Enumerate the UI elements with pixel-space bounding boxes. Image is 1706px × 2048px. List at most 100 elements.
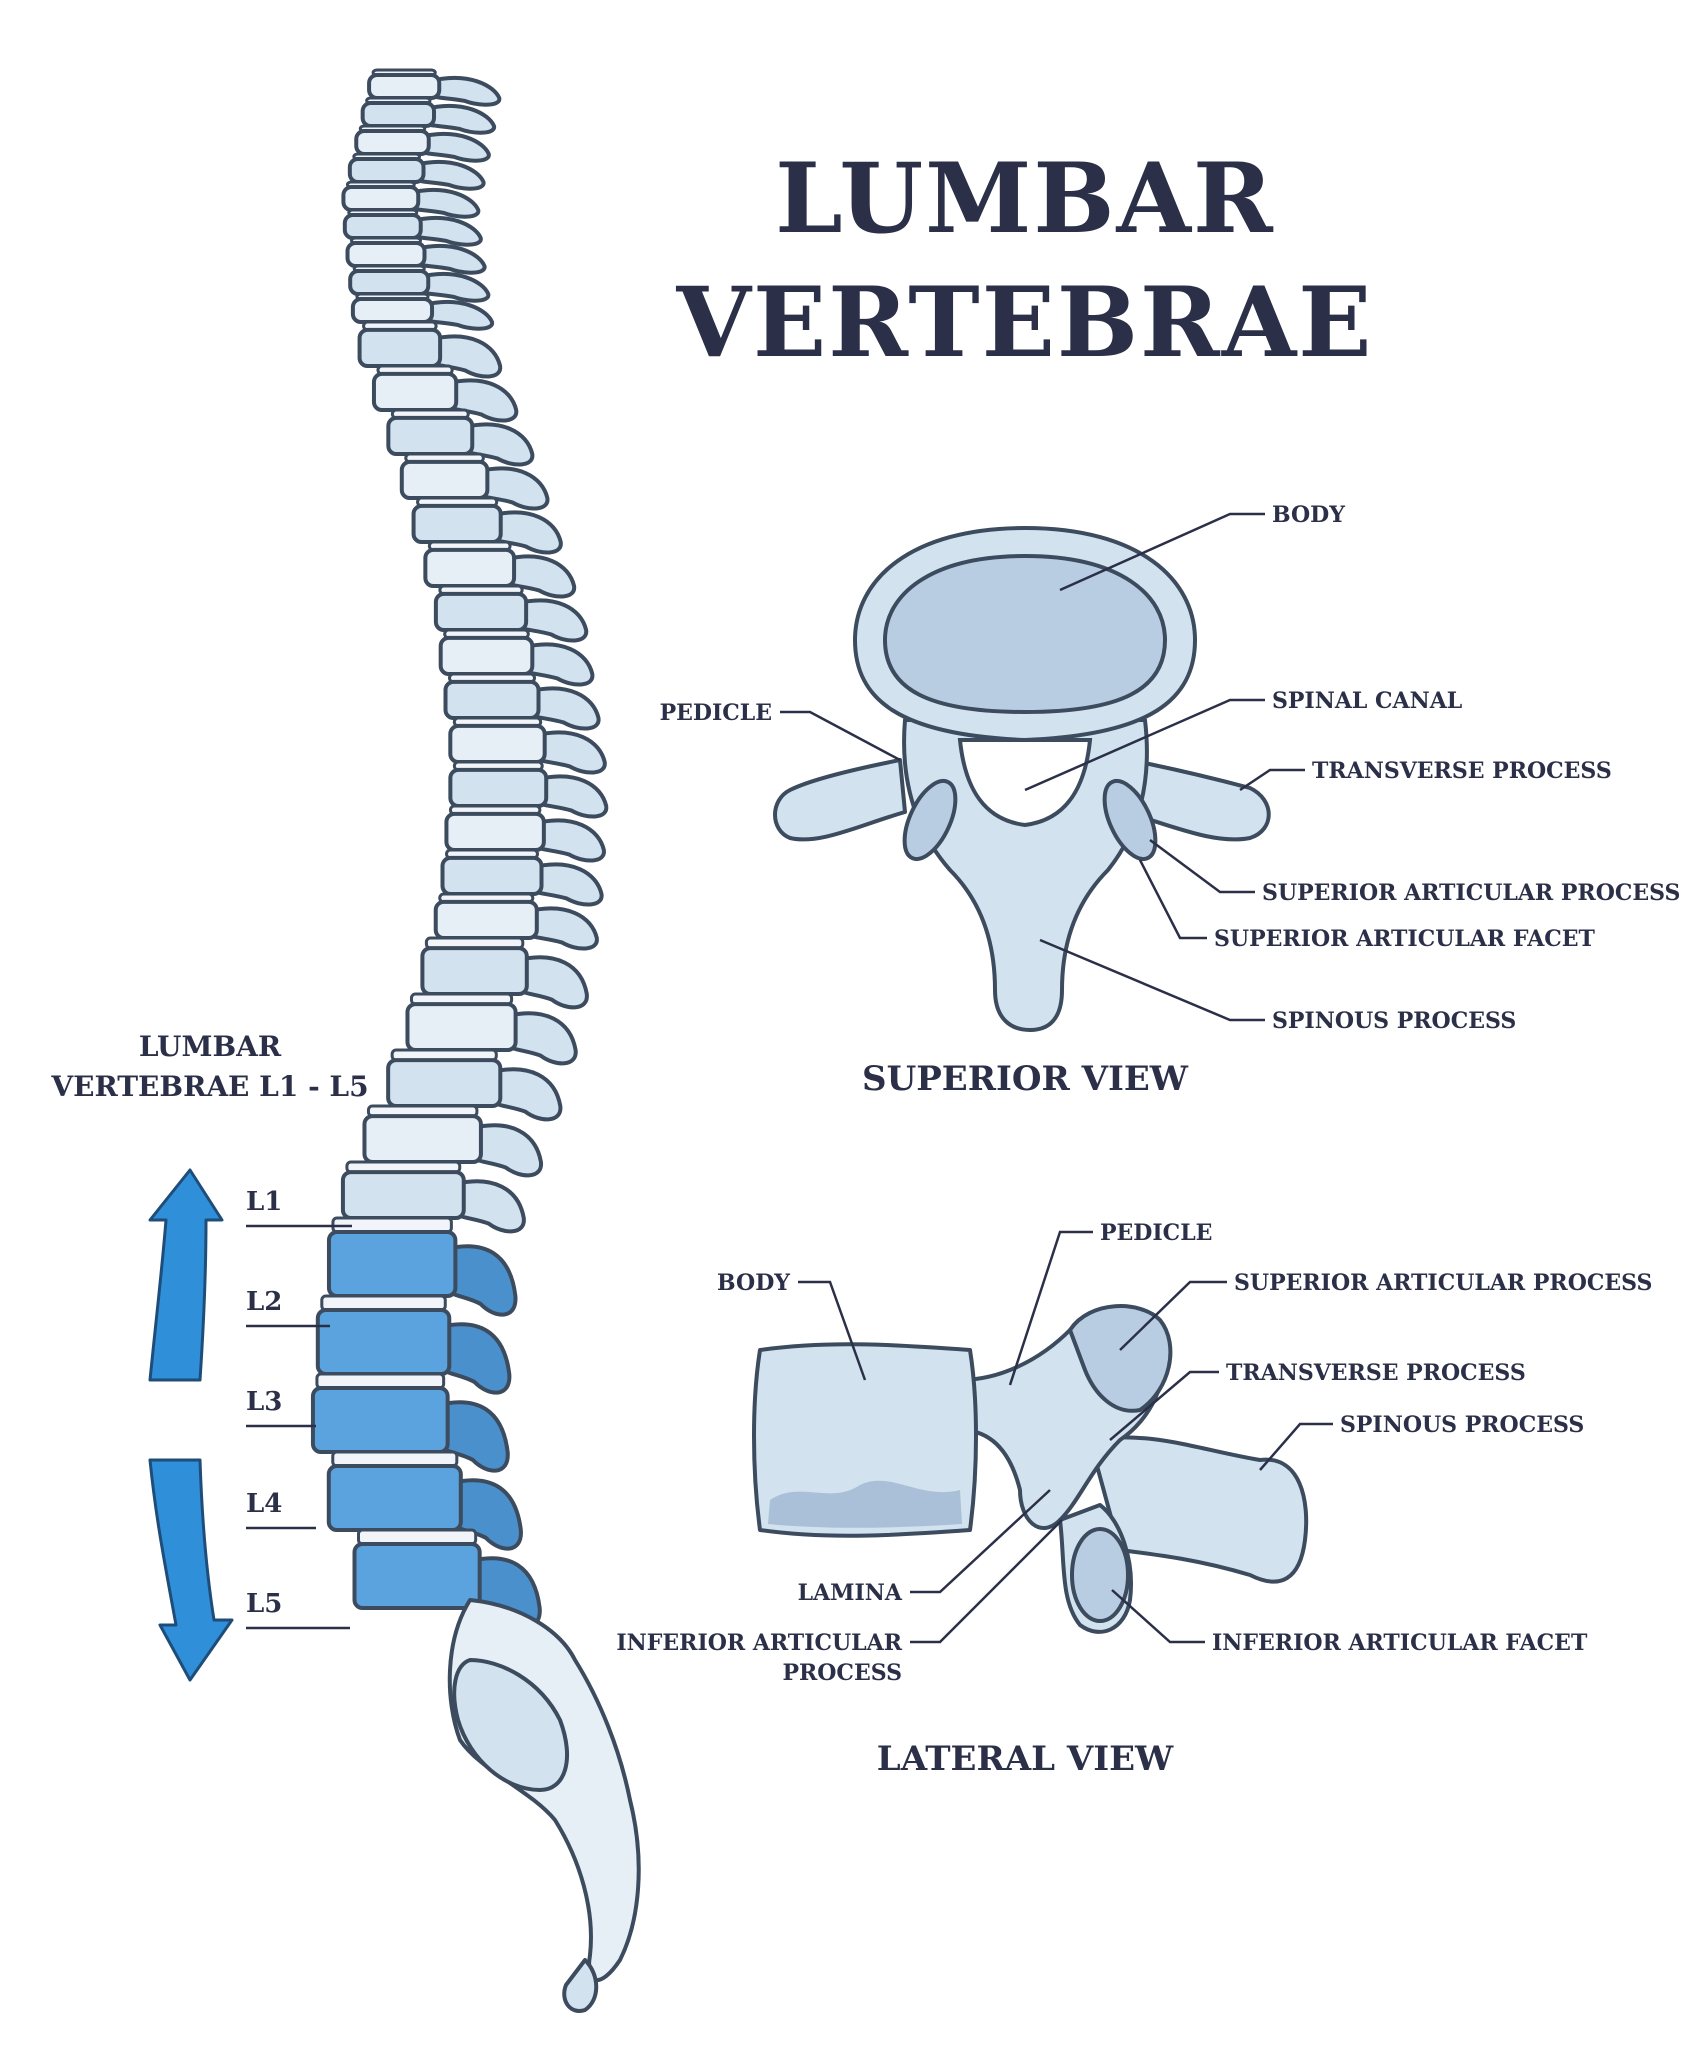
vertebra	[371, 371, 459, 413]
vertebra	[448, 767, 549, 808]
lv-label-lamina: LAMINA	[798, 1580, 903, 1606]
spinous-process	[406, 187, 481, 219]
vertebra	[420, 946, 529, 997]
lumbar-vertebra	[352, 1542, 482, 1611]
lv-label-body: BODY	[717, 1270, 790, 1296]
sv-label-superior-articular-process: SUPERIOR ARTICULAR PROCESS	[1262, 880, 1680, 906]
spinous-process	[451, 1179, 526, 1234]
spinous-process	[416, 271, 491, 303]
lv-leader-lamina	[910, 1489, 1051, 1594]
vertebra	[440, 855, 544, 896]
vertebra	[362, 1114, 483, 1164]
level-label-l2: L2	[246, 1287, 282, 1317]
vertebra	[354, 129, 431, 156]
lateral-body-shading	[768, 1480, 962, 1528]
title-line-2: VERTEBRAE	[676, 266, 1374, 379]
lv-label-inferior-articular-process-2: PROCESS	[782, 1660, 902, 1686]
sacrum-face	[452, 1658, 570, 1792]
vertebra	[423, 547, 517, 588]
superior-view-caption: SUPERIOR VIEW	[862, 1059, 1189, 1099]
vertebra	[350, 297, 435, 325]
vertebra	[342, 213, 423, 240]
level-label-l4: L4	[246, 1489, 282, 1519]
spinous-process	[416, 131, 491, 163]
spinous-process	[532, 730, 607, 775]
superior-vertebral-arch	[902, 718, 1149, 1032]
lv-leader-superior-articular-process	[1119, 1280, 1227, 1351]
vertebra	[433, 899, 539, 940]
sv-leader-superior-articular-facet	[1138, 859, 1207, 940]
intervertebral-disc	[320, 1294, 447, 1312]
level-label-l5: L5	[246, 1589, 282, 1619]
lateral-view-illustration	[752, 1304, 1309, 1634]
lv-label-spinous-process: SPINOUS PROCESS	[1340, 1412, 1584, 1438]
spinous-processes	[406, 75, 609, 1629]
lv-leader-transverse-process	[1109, 1370, 1219, 1441]
lateral-view-caption: LATERAL VIEW	[877, 1739, 1174, 1779]
vertebra	[405, 1002, 518, 1053]
spinous-process	[526, 686, 601, 731]
level-label-l3: L3	[246, 1387, 282, 1417]
lumbar-level-labels: L1 L2 L3 L4 L5	[246, 1187, 352, 1630]
spinous-process	[427, 75, 502, 107]
lumbar-vertebra	[326, 1230, 458, 1299]
sv-leader-superior-articular-process	[1149, 838, 1255, 894]
vertebra	[411, 503, 503, 545]
vertebra	[444, 811, 546, 852]
vertebra	[386, 1058, 503, 1108]
sv-leader-transverse-process	[1239, 768, 1305, 792]
spinous-process	[503, 1011, 578, 1066]
lateral-inferior-articular-facet	[1070, 1527, 1130, 1623]
spinous-process	[411, 159, 486, 191]
vertebra	[341, 185, 421, 212]
sv-label-spinal-canal: SPINAL CANAL	[1272, 688, 1462, 714]
up-arrow-icon	[148, 1168, 224, 1382]
vertebra	[360, 101, 436, 128]
lumbar-spinous-process	[437, 1322, 512, 1395]
superior-transverse-process-left	[773, 758, 907, 842]
lumbar-vertebra	[310, 1386, 450, 1455]
lateral-spinous-process	[1088, 1435, 1309, 1584]
spinous-process	[534, 774, 609, 819]
vertebra	[348, 269, 431, 297]
lateral-vertebral-body	[752, 1342, 978, 1538]
lumbar-side-label-2: VERTEBRAE L1 - L5	[50, 1070, 368, 1103]
spinous-process	[529, 862, 604, 907]
superior-articular-facet-right	[1102, 779, 1158, 861]
lv-leader-inferior-articular-facet	[1111, 1589, 1205, 1644]
vertebra	[438, 635, 535, 676]
lv-leader-spinous-process	[1259, 1422, 1333, 1471]
lv-label-transverse-process: TRANSVERSE PROCESS	[1226, 1360, 1526, 1386]
superior-articular-facet-left	[902, 779, 958, 861]
lateral-superior-articular-process	[1068, 1304, 1173, 1413]
spinous-process	[514, 598, 589, 643]
spinous-process	[520, 642, 595, 687]
superior-view-illustration	[773, 526, 1271, 1032]
vertebra	[345, 241, 427, 268]
spinous-process	[422, 103, 496, 135]
lv-leader-pedicle	[1008, 1230, 1093, 1386]
vertebra	[386, 415, 475, 457]
lv-leader-body	[798, 1280, 867, 1381]
sv-leader-pedicle	[780, 710, 901, 762]
lv-label-inferior-articular-process-1: INFERIOR ARTICULAR	[616, 1630, 902, 1656]
level-label-l1: L1	[246, 1187, 282, 1217]
vertebra	[433, 591, 529, 632]
spinous-process	[468, 1123, 543, 1178]
sv-label-spinous-process: SPINOUS PROCESS	[1272, 1008, 1516, 1034]
sv-label-pedicle: PEDICLE	[660, 700, 772, 726]
lv-label-superior-articular-process: SUPERIOR ARTICULAR PROCESS	[1234, 1270, 1652, 1296]
superior-body-center	[883, 554, 1167, 714]
intervertebral-disc	[357, 1528, 478, 1546]
vertebral-column	[310, 68, 549, 1611]
spinal-canal	[957, 738, 1093, 828]
sv-leader-spinal-canal	[1024, 698, 1265, 792]
spine-illustration	[310, 68, 641, 2013]
sv-label-superior-articular-facet: SUPERIOR ARTICULAR FACET	[1214, 926, 1596, 952]
sv-label-body: BODY	[1272, 502, 1345, 528]
vertebra	[347, 157, 426, 184]
lateral-view-labels: PEDICLE BODY SUPERIOR ARTICULAR PROCESS …	[616, 1220, 1652, 1686]
vertebra	[367, 73, 442, 100]
superior-transverse-process-right	[1123, 758, 1271, 842]
